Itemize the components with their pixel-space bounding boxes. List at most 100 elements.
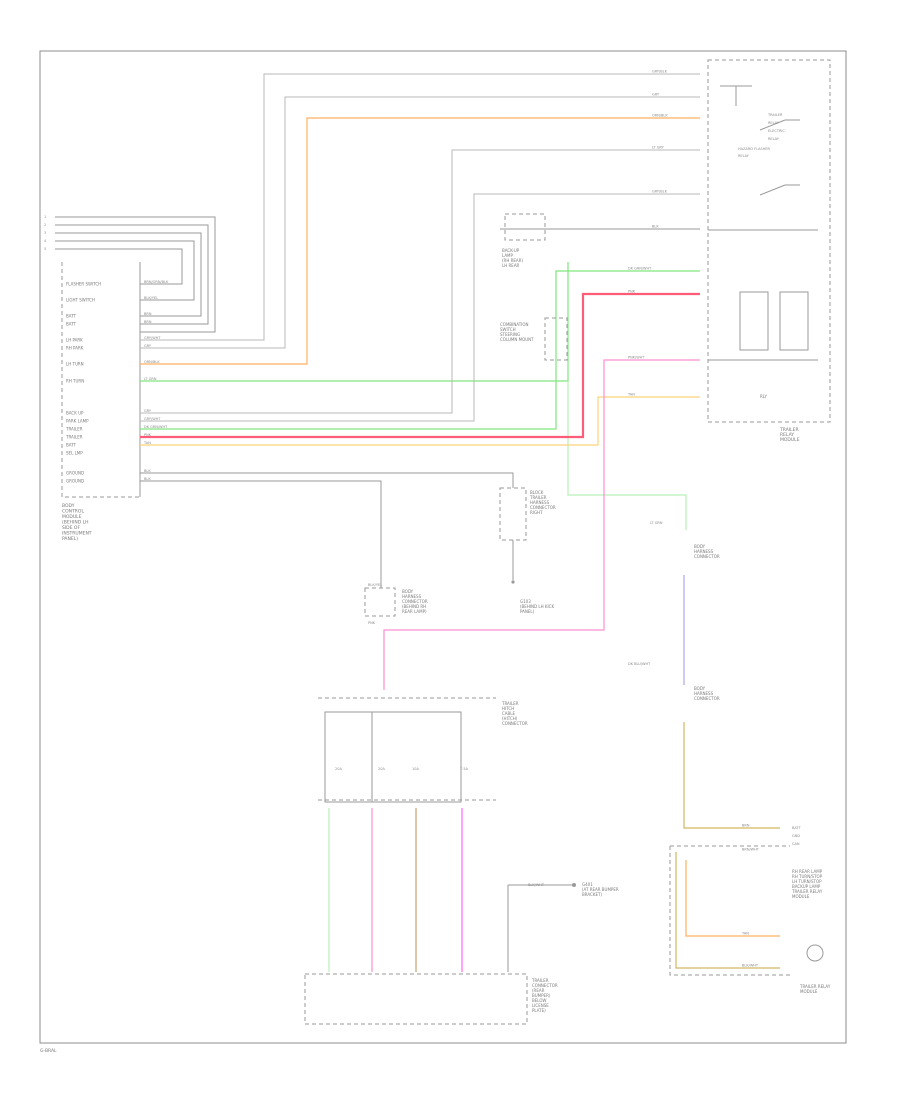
- combination-switch-caption: COLUMN MOUNT: [500, 337, 534, 342]
- left-module-row-func: SEL LMP: [66, 451, 83, 456]
- left-module-row-func: FLASHER SWITCH: [66, 282, 101, 287]
- rh-lamp-caption-2: HARNESS: [694, 691, 714, 696]
- right-module-caption: RELAY: [780, 432, 794, 438]
- trailer-socket-caption: LICENSE: [532, 1003, 549, 1008]
- ground-wires: [140, 472, 514, 588]
- right-module-side-label: HAZARD FLASHER: [738, 147, 771, 151]
- ground-bottom-caption: PANEL): [520, 609, 535, 614]
- pink-magenta-wire: [383, 359, 700, 690]
- ground-top-caption: HARNESS: [530, 500, 550, 505]
- left-module-caption: INSTRUMENT: [62, 531, 92, 537]
- right-module-input-label: PNK/WHT: [628, 356, 645, 360]
- rh-lamp-caption: HARNESS: [694, 549, 714, 554]
- trailer-socket-caption: (REAR: [532, 988, 545, 993]
- junction-fuse-label: 10A: [412, 767, 419, 771]
- left-module-row-wire: DK GRN/WHT: [144, 425, 168, 429]
- mid-connector-caption: HARNESS: [402, 594, 422, 599]
- relay-symbol-1: [720, 85, 752, 106]
- corner-label: G-BRAL: [40, 1048, 57, 1054]
- left-module-row-func: LH PARK: [66, 338, 83, 343]
- junction-caption: TRAILER: [501, 701, 519, 706]
- diagram-frame: [39, 50, 847, 1044]
- junction-fuse-label: 7.5A: [460, 767, 469, 771]
- rear-module-bottom-caption: TRAILER RELAY: [799, 984, 831, 989]
- left-module-row-func: LIGHT SWITCH: [66, 298, 95, 303]
- right-module-sub-label: TRAILER: [767, 113, 783, 117]
- junction-caption: CONNECTOR: [502, 721, 528, 726]
- left-module-row-wire: PNK: [144, 433, 152, 437]
- relay-coil-1: [739, 291, 769, 351]
- left-module: FLASHER SWITCH BRN/ORN/BLK LIGHT SWITCH BLK…: [44, 215, 169, 542]
- left-module-caption: MODULE: [62, 514, 82, 520]
- left-module-top-pin: 2: [44, 223, 46, 227]
- rear-module-wire-label: BRN/WHT: [742, 848, 760, 852]
- left-module-row-func: GROUND: [66, 479, 84, 484]
- rear-module-caption: BACKUP LAMP: [792, 884, 821, 889]
- rh-lamp-caption: CONNECTOR: [694, 554, 720, 559]
- light-green-wire-down: [567, 381, 687, 530]
- mid-connector-pin-bottom: PNK: [368, 621, 376, 625]
- rear-module-wire-label: BLK/WHT: [742, 964, 759, 968]
- left-module-row-wire: GRY: [144, 409, 152, 413]
- olive-wire: [683, 722, 780, 829]
- left-module-row-wire: BLK/YEL: [144, 296, 158, 300]
- left-module-top-pin: 3: [44, 231, 46, 235]
- rear-module-caption: RH TURN/STOP: [792, 874, 823, 879]
- right-module-input-label: PNK: [628, 290, 636, 294]
- left-module-caption: PANEL): [62, 536, 78, 542]
- junction-box: [324, 711, 462, 803]
- right-module-caption: MODULE: [780, 437, 800, 443]
- ground-top-caption: RIGHT: [530, 510, 543, 515]
- rear-module-caption: RH REAR LAMP: [792, 869, 823, 874]
- rear-module-wire-label: BRN: [742, 824, 750, 828]
- left-module-row-func: LH TURN: [66, 362, 84, 367]
- left-module-row-wire: BRN: [144, 312, 152, 316]
- right-module-input-label: DK GRN/WHT: [628, 267, 652, 271]
- rear-module-pin-label: BATT: [792, 826, 802, 830]
- right-module-input-label: TAN: [627, 393, 635, 397]
- relay-contact-2: [759, 184, 800, 196]
- trailer-socket-caption: CONNECTOR: [532, 983, 558, 988]
- left-module-row-wire: BLK: [144, 469, 151, 473]
- rear-module-pin-label: CAN: [792, 842, 800, 846]
- trailer-socket-caption: BUMPER): [532, 993, 551, 998]
- backup-lamp-caption: LAMP: [502, 253, 514, 258]
- right-module-wire-label: GRY: [652, 93, 660, 97]
- left-module-row-func: BATT: [66, 322, 77, 327]
- pink-thick-wire: [140, 292, 700, 439]
- left-module-row-wire: TAN: [143, 441, 151, 445]
- left-jumper-wires: [55, 216, 216, 333]
- left-module-row-func: PARK LAMP: [66, 419, 89, 424]
- right-module-sub-label: RELAY: [768, 121, 780, 125]
- left-module-row-wire: BRN: [144, 320, 152, 324]
- rear-module-outline: [669, 845, 790, 976]
- right-module-wire-label: ORN/BLK: [652, 114, 668, 118]
- right-module-wire-label: BLK: [652, 225, 659, 229]
- relay-contact-1: [759, 119, 800, 131]
- backup-lamp-box: [504, 213, 546, 241]
- left-module-row-wire: BRN/ORN/BLK: [144, 280, 169, 284]
- mid-connector-box: [364, 587, 396, 617]
- left-module-caption: SIDE OF: [62, 525, 80, 531]
- ground-block-dot: [511, 580, 515, 584]
- tan-wire: [140, 396, 700, 446]
- combination-switch-caption: STEERING: [500, 332, 520, 337]
- trailer-socket: TRAILERCONNECTOR(REARBUMPER)BELOWLICENSE…: [304, 882, 619, 1025]
- left-module-row-func: BACK UP: [66, 411, 84, 416]
- rear-module-pin-label: GND: [792, 834, 800, 838]
- ground-top-caption: TRAILER: [529, 495, 547, 500]
- socket-ground-dot: [572, 883, 576, 887]
- orange-wire: [140, 117, 700, 365]
- left-module-row-wire: BLK: [144, 477, 151, 481]
- junction-caption: (HITCH): [502, 716, 518, 721]
- left-module-outline: [61, 262, 140, 498]
- rear-module-wire-label: TAN: [741, 932, 749, 936]
- trailer-socket-caption: PLATE): [532, 1008, 546, 1013]
- socket-wires: [328, 808, 576, 972]
- ground-top-caption: CONNECTOR: [530, 505, 556, 510]
